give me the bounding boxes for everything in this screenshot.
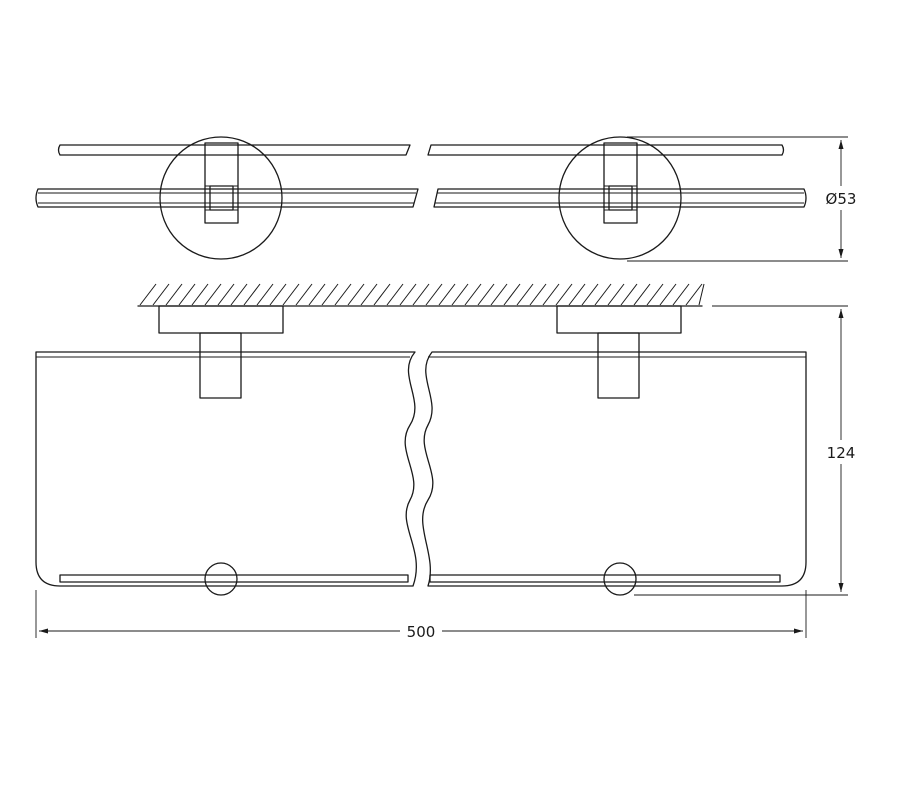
hatch-stroke — [568, 283, 586, 306]
hatch-stroke — [529, 283, 547, 306]
hatch-stroke — [685, 283, 703, 306]
left-bottom-knob — [204, 562, 238, 596]
left-mount-disc — [159, 136, 283, 260]
hatch-stroke — [178, 283, 196, 306]
diameter-label: Ø53 — [826, 190, 857, 208]
right-glass-panel — [422, 351, 807, 587]
height-label: 124 — [827, 444, 856, 462]
hatch-stroke — [321, 283, 339, 306]
right-bottom-knob — [603, 562, 637, 596]
hatch-stroke — [360, 283, 378, 306]
hatch-stroke — [555, 283, 573, 306]
hatch-stroke — [165, 283, 183, 306]
right-bracket-arm — [603, 142, 638, 224]
hatch-stroke — [139, 283, 157, 306]
hatch-stroke — [477, 283, 495, 306]
top-back-rod-right — [427, 144, 785, 156]
hatch-stroke — [438, 283, 456, 306]
hatch-stroke — [295, 283, 313, 306]
hatch-stroke — [607, 283, 625, 306]
hatch-stroke — [516, 283, 534, 306]
hatch-stroke — [490, 283, 508, 306]
hatch-stroke — [256, 283, 274, 306]
right-bracket-stem — [597, 332, 640, 399]
right-mount-disc — [558, 136, 682, 260]
hatch-stroke — [412, 283, 430, 306]
left-glass-panel — [35, 351, 417, 587]
hatch-stroke — [217, 283, 235, 306]
width-label: 500 — [407, 623, 436, 641]
right-wall-plate — [556, 305, 682, 334]
hatch-stroke — [646, 283, 664, 306]
hatch-stroke — [451, 283, 469, 306]
top-back-rod-left — [57, 144, 411, 156]
hatch-stroke — [269, 283, 287, 306]
left-bracket-stem — [199, 332, 242, 399]
hatch-stroke — [464, 283, 482, 306]
hatch-stroke — [204, 283, 222, 306]
hatch-stroke — [698, 283, 705, 306]
hatch-stroke — [373, 283, 391, 306]
hatch-stroke — [152, 283, 170, 306]
hatch-stroke — [425, 283, 443, 306]
hatch-stroke — [347, 283, 365, 306]
hatch-stroke — [503, 283, 521, 306]
hatch-stroke — [594, 283, 612, 306]
hatch-stroke — [282, 283, 300, 306]
top-front-glass-left — [35, 188, 419, 208]
hatch-stroke — [633, 283, 651, 306]
left-wall-plate — [158, 305, 284, 334]
hatch-stroke — [581, 283, 599, 306]
hatch-stroke — [308, 283, 326, 306]
left-bracket-arm — [204, 142, 239, 224]
hatch-stroke — [230, 283, 248, 306]
left-bottom-rod — [59, 574, 409, 583]
hatch-stroke — [386, 283, 404, 306]
wall-hatching — [139, 283, 705, 306]
right-bottom-rod — [429, 574, 781, 583]
hatch-stroke — [659, 283, 677, 306]
hatch-stroke — [399, 283, 417, 306]
hatch-stroke — [191, 283, 209, 306]
top-front-glass-right — [433, 188, 807, 208]
hatch-stroke — [542, 283, 560, 306]
hatch-stroke — [620, 283, 638, 306]
hatch-stroke — [672, 283, 690, 306]
top-view: Ø53 — [35, 136, 862, 262]
front-view: 124 500 — [35, 283, 860, 642]
hatch-stroke — [334, 283, 352, 306]
hatch-stroke — [243, 283, 261, 306]
